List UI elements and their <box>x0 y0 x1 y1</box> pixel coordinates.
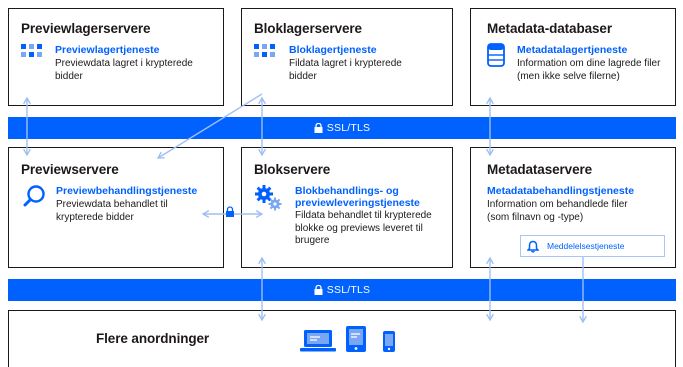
database-icon <box>487 43 505 67</box>
service-description: Information om dine lagrede filer (men i… <box>517 58 661 82</box>
box-title: Previewservere <box>21 162 119 177</box>
service-description: Information om behandlede filer (som fil… <box>487 199 628 223</box>
ssl-tls-band-top: SSL/TLS <box>8 117 676 139</box>
metadata-db-box: Metadata-databaser Metadatalagertjeneste… <box>470 8 676 106</box>
service-name: Blokbehandlings- og previewleveringstjen… <box>295 185 420 209</box>
service-description: Fildata lagret i krypterede bidder <box>289 58 402 82</box>
preview-servers-box: Previewservere Previewbehandlingstjenest… <box>8 147 224 268</box>
laptop-icon <box>300 330 336 352</box>
search-icon <box>23 185 45 207</box>
box-title: Previewlagerservere <box>21 21 151 36</box>
ssl-tls-band-bottom: SSL/TLS <box>8 279 676 301</box>
gears-icon <box>255 185 282 211</box>
service-description: Fildata behandlet til krypterede blokke … <box>295 210 432 246</box>
service-description: Previewdata lagret i krypterede bidder <box>55 58 193 82</box>
block-storage-box: Bloklagerservere Bloklagertjeneste Filda… <box>241 8 453 106</box>
service-name: Previewlagertjeneste <box>55 44 160 56</box>
service-description: Previewdata behandlet til krypterede bid… <box>56 199 168 223</box>
notification-service-label: Meddelelsestjeneste <box>547 241 625 251</box>
service-name: Bloklagertjeneste <box>289 44 377 56</box>
grid-icon <box>254 44 275 57</box>
lock-icon <box>226 206 234 217</box>
box-title: Metadataservere <box>487 162 593 177</box>
bell-icon <box>527 240 539 253</box>
grid-icon <box>21 44 42 57</box>
service-name: Previewbehandlingstjeneste <box>56 185 198 197</box>
lock-icon <box>314 123 323 133</box>
devices-box: Flere anordninger <box>8 310 676 367</box>
notification-service-box: Meddelelsestjeneste <box>520 235 665 257</box>
ssl-tls-label: SSL/TLS <box>326 284 371 296</box>
box-title: Blokservere <box>254 162 331 177</box>
ssl-tls-label: SSL/TLS <box>326 122 371 134</box>
phone-icon <box>383 331 395 352</box>
service-name: Metadatalagertjeneste <box>517 44 628 56</box>
box-title: Flere anordninger <box>96 331 210 346</box>
block-servers-box: Blokservere Blokbehandlings- og previewl… <box>241 147 453 268</box>
lock-icon <box>314 285 323 295</box>
box-title: Bloklagerservere <box>254 21 362 36</box>
service-name: Metadatabehandlingstjeneste <box>487 185 635 197</box>
tablet-icon <box>346 326 366 352</box>
box-title: Metadata-databaser <box>487 21 612 36</box>
preview-storage-box: Previewlagerservere Previewlagertjeneste… <box>8 8 224 106</box>
